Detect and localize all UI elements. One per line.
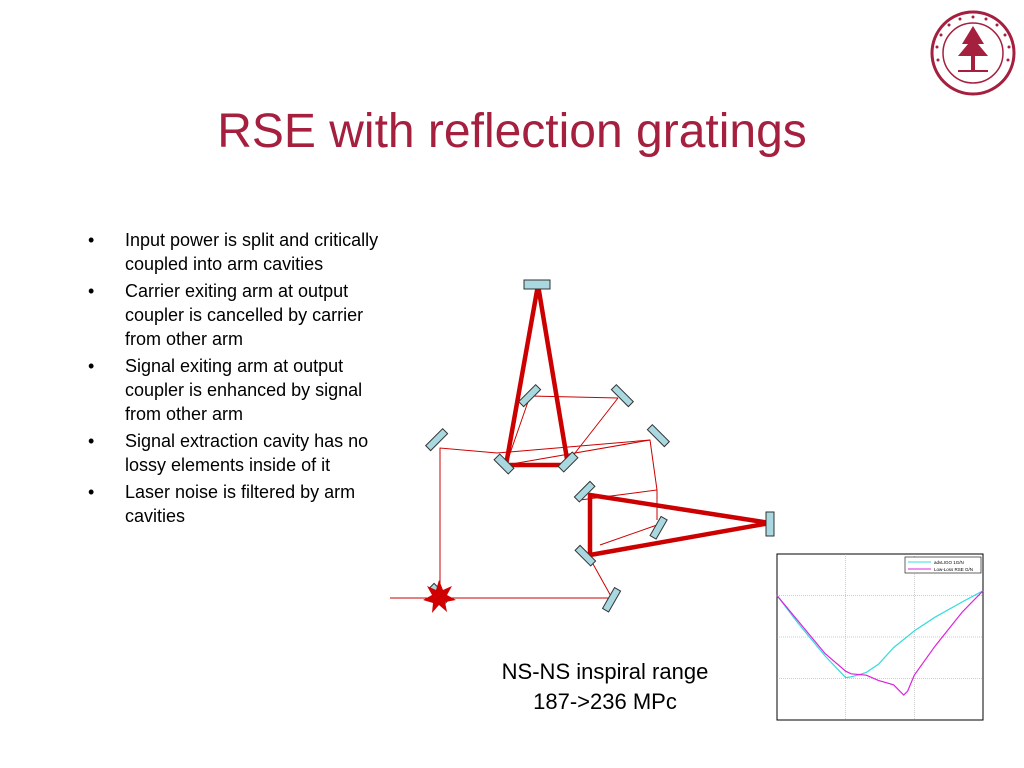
seal-ring-marks [935, 15, 1011, 62]
plot-legend: advLIGO 1G/N Low-Loss RSE G/N [904, 556, 982, 574]
bullet-item: Signal extraction cavity has no lossy el… [88, 429, 388, 477]
bullet-item: Carrier exiting arm at output coupler is… [88, 279, 388, 351]
grating-left [493, 453, 515, 475]
stanford-seal-logo [930, 10, 1016, 96]
optical-layout-diagram [390, 279, 775, 613]
grating-right [557, 451, 579, 473]
mirror [610, 383, 635, 408]
series-line-0 [776, 590, 984, 679]
caption-line-2: 187->236 MPc [533, 689, 677, 714]
plot-series [776, 590, 984, 696]
mirror [601, 586, 622, 613]
caption-line-1: NS-NS inspiral range [501, 659, 709, 684]
thick-beam-paths [503, 282, 773, 558]
tree-icon [958, 26, 988, 72]
mirror [649, 515, 668, 540]
series-line-1 [776, 590, 984, 696]
bullet-item: Input power is split and critically coup… [88, 228, 388, 276]
mirrors [424, 279, 775, 613]
end-mirror-right [765, 511, 775, 537]
bullet-item: Signal exiting arm at output coupler is … [88, 354, 388, 426]
laser-input [390, 580, 456, 613]
range-caption: NS-NS inspiral range 187->236 MPc [470, 657, 740, 717]
slide-title: RSE with reflection gratings [217, 105, 807, 158]
grating-lower [574, 544, 597, 567]
sensitivity-plot: advLIGO 1G/N Low-Loss RSE G/N [776, 553, 984, 721]
mirror [646, 423, 671, 448]
grating-upper [573, 480, 596, 503]
bullet-list: Input power is split and critically coup… [88, 228, 388, 531]
end-mirror-top [523, 279, 551, 290]
bullet-item: Laser noise is filtered by arm cavities [88, 480, 388, 528]
legend-label: advLIGO 1G/N [934, 560, 964, 565]
mirror [517, 383, 542, 408]
mirror [424, 427, 449, 452]
legend-label: Low-Loss RSE G/N [934, 567, 973, 572]
